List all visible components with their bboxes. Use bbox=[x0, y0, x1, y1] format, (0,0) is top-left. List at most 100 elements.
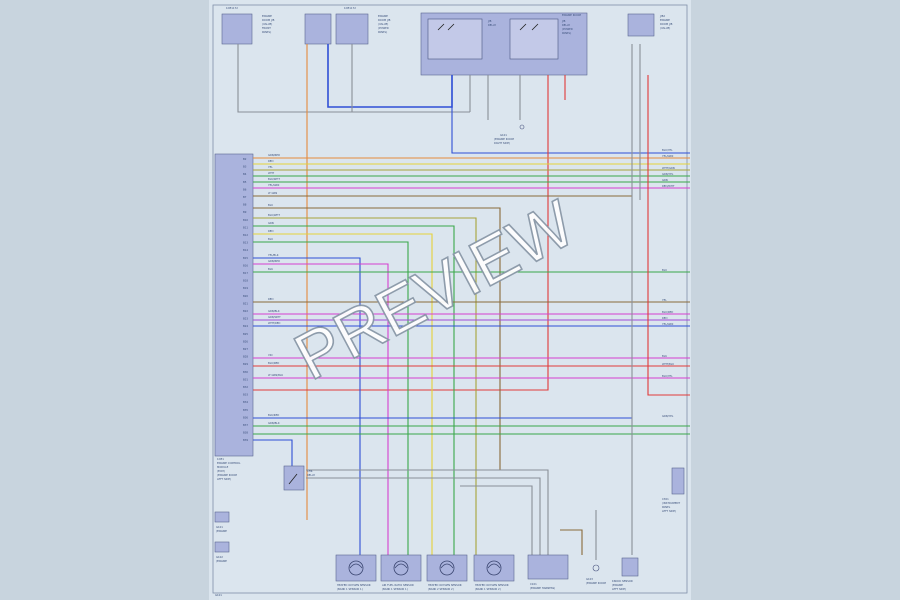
ecm-pin-label: B38 bbox=[243, 431, 248, 435]
wire-label: GRN bbox=[268, 221, 274, 225]
svg-text:J/B: J/B bbox=[561, 19, 566, 23]
right-connector: C301 (INSTRUMENT PANEL LEFT SIDE) bbox=[662, 467, 685, 513]
svg-text:(ENGINE ROOM: (ENGINE ROOM bbox=[217, 473, 237, 477]
wire-yellow bbox=[253, 233, 433, 555]
ecm-pin-label: B29 bbox=[243, 362, 248, 366]
wire-label: BLU/RED bbox=[268, 361, 279, 365]
wire-green-2 bbox=[253, 241, 409, 555]
ecm-pin-label: B8 bbox=[243, 203, 247, 207]
ecm-pin-label: B33 bbox=[243, 393, 248, 397]
ecm-module: 1DE1 ENGINE CONTROL MODULE (ECM) (ENGINE… bbox=[214, 153, 254, 481]
svg-text:MODULE: MODULE bbox=[217, 465, 229, 469]
wire-blue bbox=[253, 257, 361, 555]
wire-label: YEL bbox=[268, 165, 273, 169]
wire-label: LT GRN/BLK bbox=[268, 373, 283, 377]
sensor-label: (BANK 1 SENSOR 2) bbox=[475, 587, 501, 591]
wire-gray-bottom-2 bbox=[306, 477, 541, 555]
ecm-pin-label: B13 bbox=[243, 241, 248, 245]
oxygen-sensor: HEATED OXYGEN SENSOR(BANK 1 SENSOR 2) bbox=[473, 554, 515, 591]
svg-text:J/B: J/B bbox=[487, 19, 492, 23]
wire-label: BLK bbox=[268, 267, 273, 271]
ecm-pin-label: B22 bbox=[243, 309, 248, 313]
wire-label: GRN/BLK bbox=[268, 309, 280, 313]
knock-sensor: KNOCK SENSOR (ENGINE LEFT SIDE) bbox=[612, 557, 639, 591]
svg-text:PANEL): PANEL) bbox=[378, 30, 387, 34]
sensor-label: (BANK 1 SENSOR 1) bbox=[382, 587, 408, 591]
wire-gray-top bbox=[237, 44, 470, 113]
wire-label: BLK/RED bbox=[268, 413, 279, 417]
svg-text:ROOM J/B: ROOM J/B bbox=[660, 22, 673, 26]
ground-g103: G103 (ENGINE ROOM bbox=[586, 564, 606, 585]
wire-label: YEL/GRN bbox=[268, 183, 279, 187]
ecm-pin-label: B19 bbox=[243, 286, 248, 290]
svg-text:(VALUE): (VALUE) bbox=[660, 26, 670, 30]
connector-c101: C101 (ENGINE HARNESS) bbox=[527, 554, 569, 590]
svg-text:J/B2: J/B2 bbox=[659, 14, 665, 18]
svg-text:FRONT: FRONT bbox=[262, 26, 271, 30]
ecm-pin-label: B25 bbox=[243, 332, 248, 336]
wire-blue-right bbox=[451, 75, 690, 154]
svg-text:(VALUE): (VALUE) bbox=[378, 22, 388, 26]
ecm-pin-label: B6 bbox=[243, 187, 247, 191]
wire-magenta bbox=[253, 263, 389, 555]
wire-label: GRN/WHT bbox=[268, 315, 281, 319]
svg-text:RELAY: RELAY bbox=[488, 23, 497, 27]
ecm-pin-label: B35 bbox=[243, 408, 248, 412]
ecm-pin-label: B21 bbox=[243, 301, 248, 305]
ecm-pin-label: B27 bbox=[243, 347, 248, 351]
wire-label: RED bbox=[268, 159, 273, 163]
svg-text:RELAY: RELAY bbox=[307, 473, 316, 477]
ecm-pin-label: B15 bbox=[243, 256, 248, 260]
ecm-pin-label: B11 bbox=[243, 225, 248, 229]
ecm-pin-label: B7 bbox=[243, 195, 247, 199]
wire-gray-bottom-3 bbox=[460, 485, 533, 555]
svg-text:LEFT SIDE): LEFT SIDE) bbox=[217, 477, 231, 481]
left-ground-1: G101 (ENGINE bbox=[214, 511, 230, 533]
ecm-pin-label: B24 bbox=[243, 324, 248, 328]
wire-label: YEL/GRN bbox=[662, 154, 673, 158]
wire-red-relay bbox=[253, 75, 549, 391]
ecm-pin-label: B9 bbox=[243, 210, 247, 214]
svg-text:(ENGINE ROOM: (ENGINE ROOM bbox=[494, 137, 514, 141]
ecm-pin-label: B30 bbox=[243, 370, 248, 374]
wire-label: WHT/GRN bbox=[662, 166, 675, 170]
wire-label: BLK/WHT bbox=[268, 177, 280, 181]
ecm-pin-label: B36 bbox=[243, 415, 248, 419]
svg-text:(POWER: (POWER bbox=[378, 26, 389, 30]
svg-text:1DE1172: 1DE1172 bbox=[226, 6, 238, 10]
ecm-pin-label: B2 bbox=[243, 157, 247, 161]
ecm-pin-label: B16 bbox=[243, 263, 248, 267]
ecm-pin-label: B28 bbox=[243, 355, 248, 359]
wire-red-right bbox=[647, 75, 690, 396]
wire-label: LT GRN bbox=[268, 191, 277, 195]
svg-text:C101: C101 bbox=[530, 582, 537, 586]
wires bbox=[237, 44, 690, 560]
sensor-label: HEATED OXYGEN SENSOR bbox=[428, 583, 462, 587]
wire-label: YEL bbox=[662, 298, 667, 302]
svg-text:ENGINE CONTROL: ENGINE CONTROL bbox=[217, 461, 241, 465]
svg-text:LEFT SIDE): LEFT SIDE) bbox=[662, 509, 676, 513]
svg-text:RELAY: RELAY bbox=[562, 23, 571, 27]
svg-text:CHK: CHK bbox=[307, 469, 313, 473]
preview-watermark: PREVIEW bbox=[282, 185, 586, 394]
svg-text:(ENGINE ROOM: (ENGINE ROOM bbox=[586, 581, 606, 585]
svg-text:LEFT SIDE): LEFT SIDE) bbox=[612, 587, 626, 591]
svg-text:ROOM J/B: ROOM J/B bbox=[262, 18, 275, 22]
svg-text:RIGHT SIDE): RIGHT SIDE) bbox=[494, 141, 510, 145]
wire-label: BLU/YEL bbox=[662, 374, 673, 378]
svg-text:ROOM J/B: ROOM J/B bbox=[378, 18, 391, 22]
top-right-connector: J/B2 ENGINE ROOM J/B (VALUE) bbox=[627, 13, 673, 37]
ecm-pin-label: B12 bbox=[243, 233, 248, 237]
svg-text:G102: G102 bbox=[216, 555, 223, 559]
bottom-sensors: HEATED OXYGEN SENSOR (BANK 1 SENSOR 1)AIR… bbox=[335, 554, 515, 591]
wire-label: GRN/BLK bbox=[268, 421, 280, 425]
wire-label: GRN/YEL bbox=[662, 414, 674, 418]
svg-text:PANEL: PANEL bbox=[662, 505, 671, 509]
ecm-pin-label: B3 bbox=[243, 165, 247, 169]
sensor-label: AIR FUEL RATIO SENSOR bbox=[382, 583, 414, 587]
wire-label: BLU/RED bbox=[662, 310, 673, 314]
left-ground-2: G102 (ENGINE bbox=[214, 541, 230, 563]
wire-label: RED bbox=[662, 316, 667, 320]
